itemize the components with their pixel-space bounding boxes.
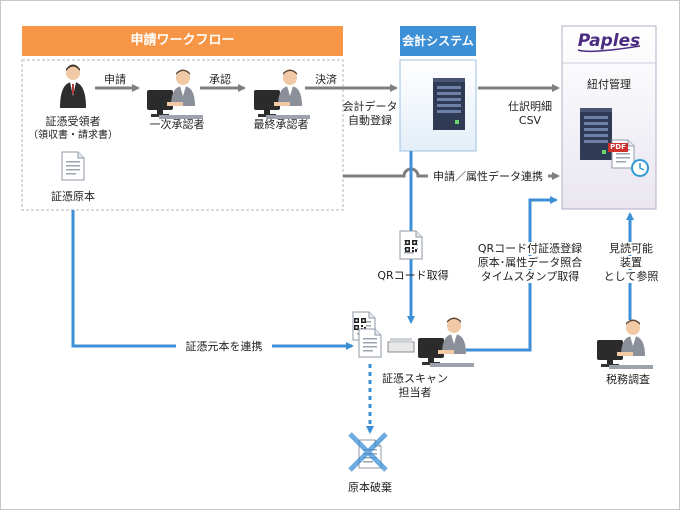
pdf-badge: PDF (610, 143, 626, 151)
workflow-title: 申請ワークフロー (130, 33, 235, 48)
first-approver-label: 一次承認者 (149, 118, 205, 131)
auto-register-label-1: 会計データ (342, 100, 398, 113)
workflow-header (22, 26, 343, 56)
accounting-header (400, 26, 476, 56)
scanner-label-2: 担当者 (398, 386, 432, 399)
attribute-link-label: 申請／属性データ連携 (428, 170, 548, 183)
workflow-area (21, 59, 344, 211)
step-approve-label: 承認 (209, 73, 231, 86)
view-label-3: として参照 (600, 270, 662, 283)
final-approver-label: 最終承認者 (253, 118, 309, 131)
register-label-3: タイムスタンプ取得 (468, 270, 592, 283)
paples-logo: Paples (577, 31, 641, 51)
auto-register-label-2: 自動登録 (348, 114, 392, 127)
view-label-1: 見読可能 (600, 242, 662, 255)
register-label-1: QRコード付証憑登録 (468, 242, 592, 255)
journal-csv-label-1: 仕訳明細 (508, 100, 552, 113)
step-decide-label: 決済 (315, 73, 337, 86)
accounting-title: 会計システム (402, 34, 474, 48)
receipt-holder-label: 証憑受領者 (45, 115, 101, 128)
receipt-holder-person (60, 64, 86, 108)
discard-label: 原本破棄 (348, 481, 392, 494)
scanner-label-1: 証憑スキャン (382, 372, 448, 385)
journal-csv-label-2: CSV (518, 114, 542, 127)
original-link-label: 証憑元本を連携 (176, 340, 272, 353)
step-apply-label: 申請 (104, 73, 126, 86)
register-label-2: 原本･属性データ照合 (468, 256, 592, 269)
tax-audit-label: 税務調査 (606, 373, 650, 386)
original-doc-label: 証憑原本 (51, 190, 95, 203)
receipt-holder-sub-label: （領収書・請求書） (28, 130, 118, 141)
paples-panel-title: 紐付管理 (587, 78, 631, 91)
qr-get-label: QRコード取得 (377, 269, 449, 282)
view-label-2: 装置 (600, 256, 662, 269)
